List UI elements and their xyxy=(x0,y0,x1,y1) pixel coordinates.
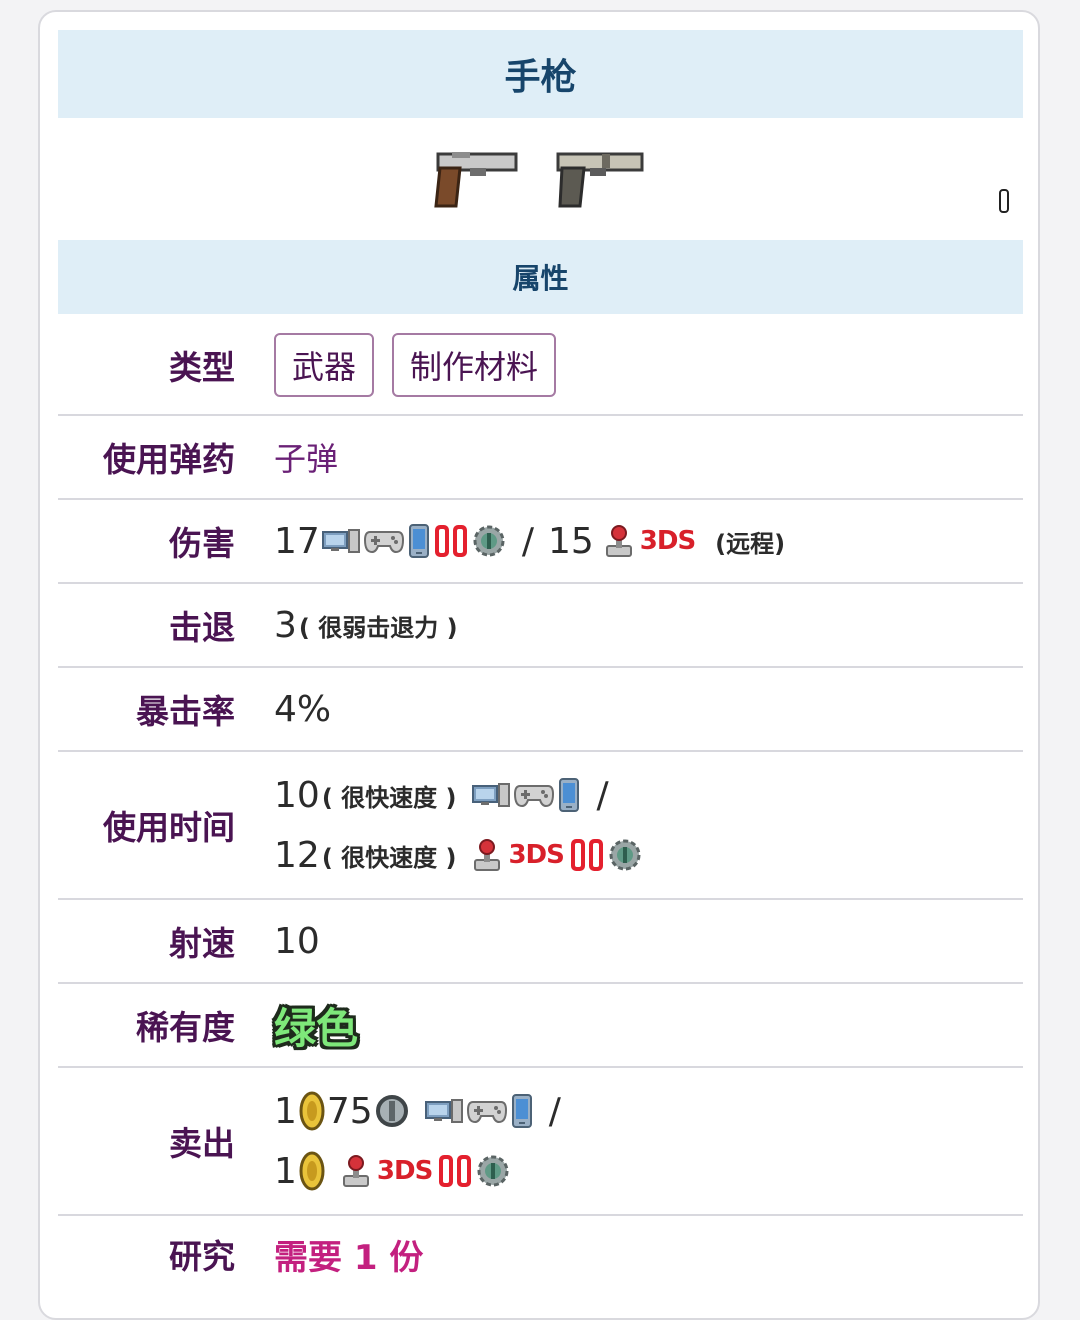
pistol-icon xyxy=(434,152,518,208)
damage-value-alt: 15 xyxy=(547,520,594,562)
row-sell: 卖出 1 75 / 1 3DS xyxy=(58,1068,1023,1216)
tmodloader-icon xyxy=(608,838,642,872)
tag-weapon[interactable]: 武器 xyxy=(274,333,375,397)
row-label: 射速 xyxy=(169,924,235,963)
section-title: 属性 xyxy=(512,262,569,295)
use-time-value: 10 xyxy=(274,774,320,816)
row-label: 伤害 xyxy=(169,524,235,563)
section-header-attributes: 属性 xyxy=(58,240,1023,314)
knockback-note: ( 很弱击退力 ) xyxy=(298,613,458,642)
row-velocity: 射速 10 xyxy=(58,900,1023,984)
mobile-icon xyxy=(408,524,430,558)
gold-coin-icon xyxy=(299,1091,325,1131)
row-crit: 暴击率 4% xyxy=(58,668,1023,752)
row-ammo: 使用弹药 子弹 xyxy=(58,416,1023,500)
pc-icon xyxy=(425,1098,463,1124)
gold-coin-icon xyxy=(299,1151,325,1191)
row-label: 稀有度 xyxy=(136,1008,235,1047)
tmodloader-icon xyxy=(472,524,506,558)
row-label: 使用弹药 xyxy=(103,440,235,479)
row-rarity: 稀有度 绿色 xyxy=(58,984,1023,1068)
console-icon xyxy=(467,1098,507,1124)
separator: / xyxy=(521,520,534,562)
mobile-icon xyxy=(558,778,580,812)
mobile-icon xyxy=(511,1094,533,1128)
row-research: 研究 需要 1 份 xyxy=(58,1216,1023,1292)
3ds-icon: 3DS xyxy=(508,840,564,870)
row-label: 击退 xyxy=(169,608,235,647)
knockback-value: 3 xyxy=(274,604,297,646)
tmodloader-icon xyxy=(476,1154,510,1188)
rarity-link[interactable]: 绿色 xyxy=(274,1003,359,1053)
row-damage: 伤害 17 / 15 3DS (远程) xyxy=(58,500,1023,584)
switch-icon xyxy=(434,524,468,558)
switch-icon xyxy=(570,838,604,872)
item-images xyxy=(58,130,1023,230)
console-icon xyxy=(514,782,554,808)
tag-material[interactable]: 制作材料 xyxy=(392,333,557,397)
research-link[interactable]: 需要 1 份 xyxy=(274,1237,424,1278)
console-icon xyxy=(364,528,404,554)
use-time-note: ( 很快速度 ) xyxy=(321,783,457,812)
infobox-card xyxy=(38,10,1040,1320)
pc-icon xyxy=(322,528,360,554)
crit-value: 4% xyxy=(274,688,332,730)
item-title: 手枪 xyxy=(504,57,577,98)
row-label: 使用时间 xyxy=(103,808,235,847)
damage-type-note: (远程) xyxy=(715,529,786,558)
page-title: 手枪 xyxy=(58,30,1023,118)
old-gen-icon xyxy=(604,524,634,558)
row-type: 类型 武器 制作材料 xyxy=(58,316,1023,416)
gold-amount-alt: 1 xyxy=(274,1150,297,1192)
damage-value: 17 xyxy=(274,520,320,562)
pc-icon xyxy=(472,782,510,808)
silver-amount: 75 xyxy=(326,1090,373,1132)
gold-amount: 1 xyxy=(274,1090,297,1132)
separator: / xyxy=(596,774,609,816)
row-label: 暴击率 xyxy=(136,692,235,731)
silver-coin-icon xyxy=(375,1094,409,1128)
expand-icon[interactable] xyxy=(998,188,1010,214)
row-knockback: 击退 3 ( 很弱击退力 ) xyxy=(58,584,1023,668)
3ds-icon: 3DS xyxy=(376,1156,433,1186)
use-time-note-alt: ( 很快速度 ) xyxy=(321,843,457,872)
use-time-value-alt: 12 xyxy=(274,834,320,876)
old-gen-icon xyxy=(472,838,502,872)
row-label: 卖出 xyxy=(169,1124,235,1163)
switch-icon xyxy=(438,1154,472,1188)
velocity-value: 10 xyxy=(274,920,320,962)
row-label: 类型 xyxy=(169,348,235,387)
row-label: 研究 xyxy=(169,1237,235,1276)
3ds-icon: 3DS xyxy=(639,526,696,556)
ammo-link[interactable]: 子弹 xyxy=(274,440,339,478)
separator: / xyxy=(548,1090,561,1132)
row-use-time: 使用时间 10 ( 很快速度 ) / 12 ( 很快速度 ) 3DS xyxy=(58,752,1023,900)
pistol-old-icon xyxy=(556,152,644,208)
old-gen-icon xyxy=(341,1154,371,1188)
